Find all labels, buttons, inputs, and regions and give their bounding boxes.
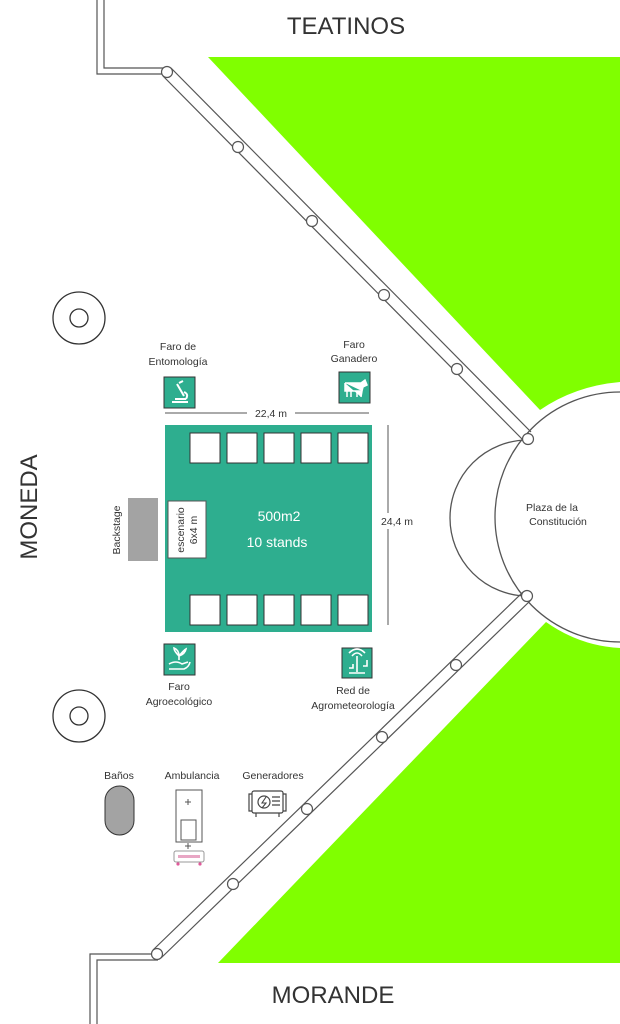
sprout-hand-icon bbox=[163, 643, 196, 676]
street-moneda: MONEDA bbox=[16, 454, 43, 559]
stand bbox=[189, 594, 221, 626]
stage-label-line1: escenario bbox=[175, 507, 187, 553]
faro-entomologia-line2: Entomología bbox=[149, 356, 208, 368]
agrometeorologia-line1: Red de bbox=[336, 685, 370, 697]
stand bbox=[337, 432, 369, 464]
stands-group bbox=[189, 432, 369, 626]
plaza-circle bbox=[494, 391, 620, 643]
backstage-label: Backstage bbox=[111, 505, 123, 554]
plaza-label-line1: Plaza de la bbox=[526, 502, 578, 514]
stand bbox=[300, 432, 332, 464]
fountain-south bbox=[52, 689, 106, 743]
height-dimension-label: 24,4 m bbox=[381, 516, 413, 528]
stage bbox=[167, 500, 207, 559]
faro-agroecologico-line1: Faro bbox=[168, 681, 190, 693]
lawn-south bbox=[218, 622, 620, 963]
banos-label: Baños bbox=[104, 770, 134, 782]
ambulancia-label: Ambulancia bbox=[165, 770, 220, 782]
stage-label-line2: 6x4 m bbox=[188, 515, 200, 544]
ambulance-icon bbox=[173, 789, 205, 866]
width-dimension-mask bbox=[247, 405, 295, 419]
lawn-north bbox=[208, 57, 620, 410]
fence-north bbox=[162, 67, 532, 443]
fence-posts bbox=[150, 65, 535, 961]
stand bbox=[263, 594, 295, 626]
stand bbox=[337, 594, 369, 626]
faro-agroecologico-line2: Agroecológico bbox=[146, 696, 213, 708]
stand bbox=[189, 432, 221, 464]
area-stands: 10 stands bbox=[247, 534, 308, 550]
weather-station-icon bbox=[341, 647, 373, 679]
plaza-label-line2: Constitución bbox=[529, 516, 587, 528]
agrometeorologia-line2: Agrometeorología bbox=[311, 700, 395, 712]
backstage bbox=[128, 498, 158, 561]
wall-top-left bbox=[96, 0, 168, 75]
wall-bottom-left bbox=[89, 953, 158, 1024]
faro-ganadero-line2: Ganadero bbox=[331, 353, 378, 365]
toilet-block bbox=[104, 785, 135, 836]
plaza-circle-inner bbox=[449, 439, 529, 597]
cow-icon bbox=[338, 371, 371, 404]
stand bbox=[300, 594, 332, 626]
fence-south bbox=[152, 591, 532, 959]
stand bbox=[263, 432, 295, 464]
microscope-icon bbox=[163, 376, 196, 409]
faro-ganadero-line1: Faro bbox=[343, 339, 365, 351]
stand bbox=[226, 594, 258, 626]
width-dimension-label: 22,4 m bbox=[255, 408, 287, 420]
stand bbox=[226, 432, 258, 464]
faro-entomologia-line1: Faro de bbox=[160, 341, 196, 353]
fountain-north bbox=[52, 291, 106, 345]
street-morande: MORANDE bbox=[272, 982, 395, 1009]
height-dimension-mask bbox=[376, 513, 418, 529]
area-size: 500m2 bbox=[258, 508, 301, 524]
generadores-label: Generadores bbox=[242, 770, 303, 782]
street-teatinos: TEATINOS bbox=[287, 13, 405, 40]
generator-icon bbox=[248, 790, 287, 817]
